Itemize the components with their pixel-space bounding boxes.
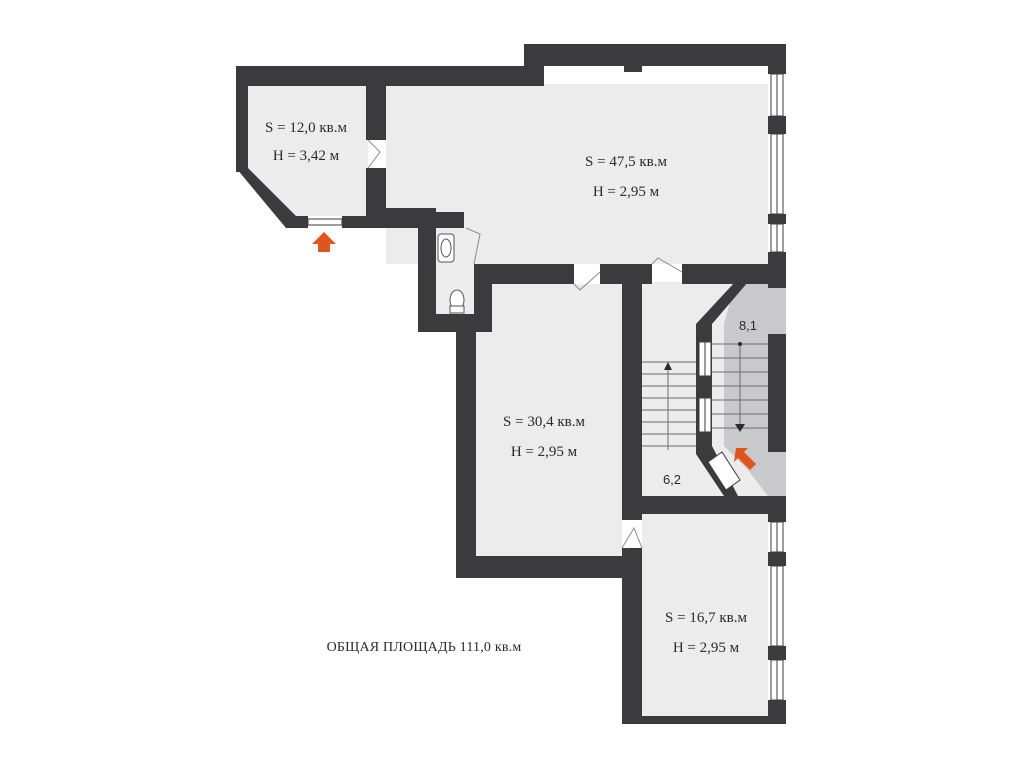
window-icon: [770, 223, 784, 253]
window-icon: [707, 451, 741, 491]
room-b-area: S = 47,5 кв.м: [585, 154, 667, 170]
window-icon: [307, 218, 343, 226]
total-area-label: ОБЩАЯ ПЛОЩАДЬ 111,0 кв.м: [327, 640, 522, 655]
room-a-area: S = 12,0 кв.м: [265, 120, 347, 136]
stair-upper-value: 8,1: [739, 318, 757, 333]
room-c-floor: [476, 284, 622, 556]
room-d-height: H = 2,95 м: [673, 640, 740, 656]
door-swing-icon: [621, 526, 643, 549]
room-a-height: H = 3,42 м: [273, 148, 340, 164]
door-swing-icon: [367, 139, 381, 169]
stair-lower-value: 6,2: [663, 472, 681, 487]
room-d-area: S = 16,7 кв.м: [665, 610, 747, 626]
room-c-area: S = 30,4 кв.м: [503, 414, 585, 430]
window-icon: [698, 397, 712, 433]
sink-icon: [437, 233, 455, 263]
room-a-floor: [248, 86, 368, 216]
doors: [367, 139, 683, 549]
window-icon: [770, 659, 784, 701]
room-b-height: H = 2,95 м: [593, 184, 660, 200]
window-icon: [698, 341, 712, 377]
window-icon: [770, 521, 784, 553]
stair-treads-upper: [712, 342, 768, 432]
walls: [236, 44, 786, 724]
stair-direction-arrow-icon: [734, 448, 756, 470]
door-swing-icon: [465, 227, 481, 265]
room-c-height: H = 2,95 м: [511, 444, 578, 460]
entry-arrow-icon: [312, 232, 336, 252]
window-icon: [770, 565, 784, 647]
door-swing-icon: [573, 271, 601, 291]
window-icon: [770, 133, 784, 215]
windows: [307, 73, 784, 701]
room-d-floor: [642, 514, 768, 716]
door-swing-icon: [651, 257, 683, 273]
stair-treads: [642, 361, 696, 450]
window-icon: [770, 73, 784, 117]
toilet-icon: [449, 289, 465, 314]
